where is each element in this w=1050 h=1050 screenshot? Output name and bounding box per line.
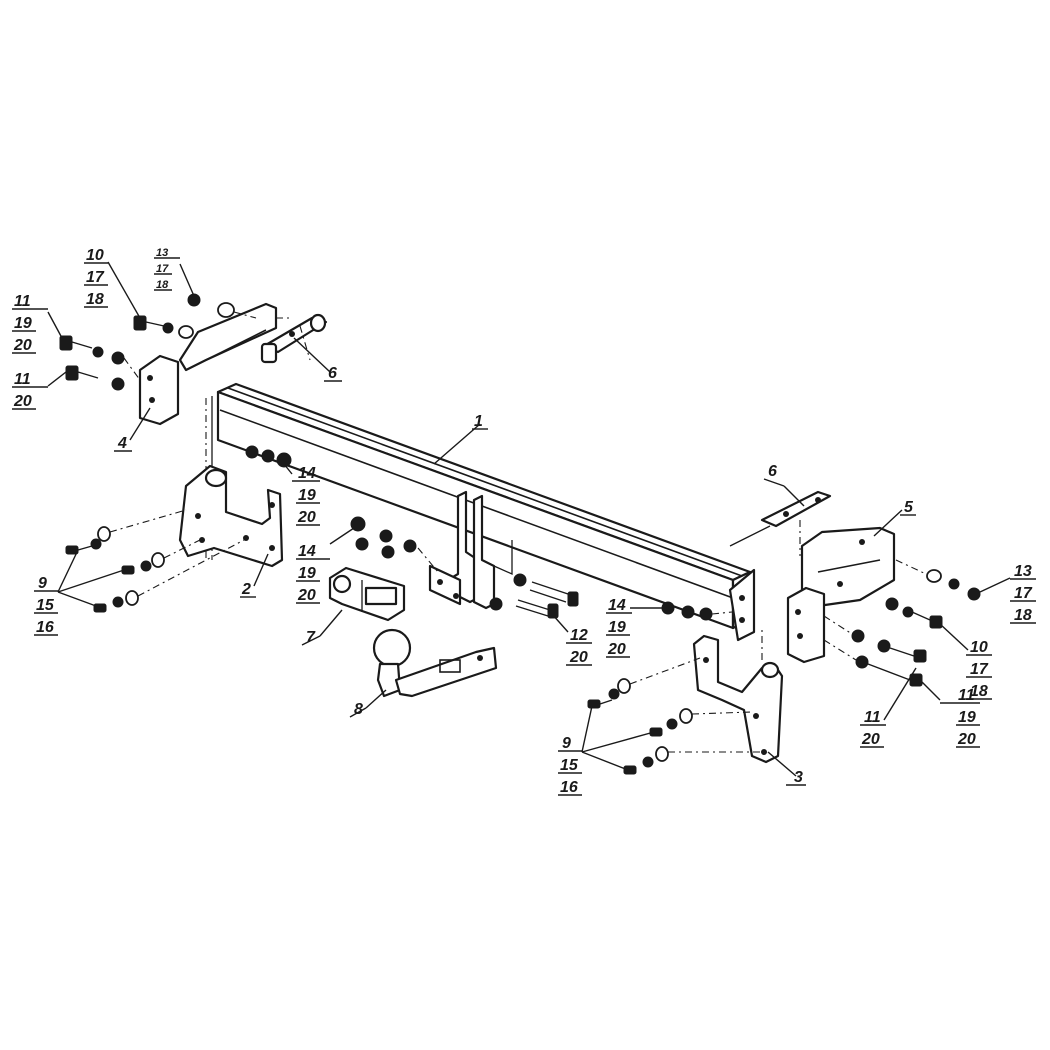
- callout-10-right-line-2: 17: [970, 661, 989, 678]
- callout-13-right: 13 17 18: [1010, 563, 1036, 624]
- callout-10-left-line-3: 18: [86, 291, 104, 308]
- callout-4: 4: [114, 435, 132, 452]
- left-plate: [260, 313, 328, 364]
- beam-end-bracket: [728, 568, 756, 642]
- center-brackets: [428, 490, 513, 610]
- callout-9-right-line-1: 9: [562, 735, 571, 752]
- callout-13-left-line-3: 18: [156, 279, 169, 291]
- callout-5: 5: [900, 499, 916, 516]
- callout-7: 7: [301, 629, 321, 646]
- callout-12: 12 20: [566, 627, 592, 666]
- callout-14-right-line-1: 14: [608, 597, 626, 614]
- hardware-right-beam: [661, 601, 733, 621]
- callout-9-right-line-2: 15: [560, 757, 579, 774]
- callout-1: 1: [472, 413, 488, 430]
- hardware-left-side: [65, 509, 245, 613]
- callout-11-left-bottom-line-2: 20: [13, 393, 32, 410]
- callout-14-left-bottom-line-3: 20: [297, 587, 316, 604]
- callout-6-right-line-1: 6: [768, 463, 777, 480]
- callout-2: 2: [240, 581, 256, 598]
- callout-11-left-top-line-3: 20: [13, 337, 32, 354]
- callout-11-right-a-line-1: 11: [958, 687, 975, 704]
- hardware-left-upper: [59, 293, 257, 391]
- callout-11-right-a: 11 19 20: [940, 687, 980, 748]
- callout-13-right-line-2: 17: [1014, 585, 1033, 602]
- callout-10-left-line-1: 10: [86, 247, 104, 264]
- callout-8-line-1: 8: [354, 701, 363, 718]
- callout-14-left-top-line-3: 20: [297, 509, 316, 526]
- callout-9-left-line-2: 15: [36, 597, 55, 614]
- callout-9-left-line-3: 16: [36, 619, 54, 636]
- hardware-right-side: [587, 657, 760, 775]
- callout-13-left-line-2: 17: [156, 263, 169, 275]
- callout-13-right-line-1: 13: [1014, 563, 1032, 580]
- callout-11-right-b: 11 20: [860, 709, 886, 748]
- callout-11-right-a-line-2: 19: [958, 709, 976, 726]
- callout-14-right: 14 19 20: [606, 597, 632, 658]
- hardware-left-beam: [245, 445, 439, 573]
- right-side-bracket: [692, 626, 784, 764]
- callout-12-line-2: 20: [569, 649, 588, 666]
- callout-3-line-1: 3: [794, 769, 803, 786]
- callout-9-right-line-3: 16: [560, 779, 578, 796]
- hardware-right-upper: [823, 559, 981, 687]
- callout-5-line-1: 5: [904, 499, 914, 516]
- callout-6-left-line-1: 6: [328, 365, 337, 382]
- callout-7-line-1: 7: [306, 629, 316, 646]
- right-upper-bracket: [786, 526, 896, 664]
- callout-11-right-b-line-1: 11: [864, 709, 881, 726]
- left-side-bracket: [178, 464, 284, 568]
- towball-neck: [372, 628, 498, 698]
- callout-8: 8: [349, 701, 367, 718]
- callout-11-left-top-line-2: 19: [14, 315, 32, 332]
- callout-11-right-b-line-2: 20: [861, 731, 880, 748]
- callout-11-right-a-line-3: 20: [957, 731, 976, 748]
- callout-6-right: 6: [763, 463, 785, 487]
- callout-9-left-line-1: 9: [38, 575, 47, 592]
- leader-lines: [47, 261, 1011, 777]
- callout-11-left-top-line-1: 11: [14, 293, 31, 310]
- callout-3: 3: [786, 769, 806, 786]
- socket-plate: [328, 566, 406, 622]
- callout-13-left: 13 17 18: [154, 247, 180, 291]
- callout-11-left-bottom-line-1: 11: [14, 371, 31, 388]
- callout-10-left: 10 17 18: [84, 247, 108, 308]
- callout-10-right: 10 17 18: [966, 639, 992, 700]
- callout-14-left-bottom: 14 19 20: [296, 543, 330, 604]
- left-upper-bracket: [138, 302, 278, 426]
- callout-11-left-bottom: 11 20: [12, 371, 48, 410]
- callout-14-left-top-line-2: 19: [298, 487, 316, 504]
- callout-14-left-top: 14 19 20: [292, 465, 320, 526]
- callout-10-right-line-3: 18: [970, 683, 988, 700]
- callout-10-left-line-2: 17: [86, 269, 105, 286]
- callout-13-right-line-3: 18: [1014, 607, 1032, 624]
- callout-9-left: 9 15 16: [34, 575, 58, 636]
- callout-13-left-line-1: 13: [156, 247, 168, 259]
- callout-11-left-top: 11 19 20: [12, 293, 48, 354]
- callout-2-line-1: 2: [241, 581, 251, 598]
- callout-14-right-line-2: 19: [608, 619, 626, 636]
- callout-14-left-bottom-line-2: 19: [298, 565, 316, 582]
- callout-9-right: 9 15 16: [558, 735, 582, 796]
- callout-10-right-line-1: 10: [970, 639, 988, 656]
- callout-14-left-bottom-line-1: 14: [298, 543, 316, 560]
- callout-14-right-line-3: 20: [607, 641, 626, 658]
- callout-1-line-1: 1: [474, 413, 483, 430]
- callout-6-left: 6: [324, 365, 342, 382]
- callout-4-line-1: 4: [117, 435, 127, 452]
- callout-14-left-top-line-1: 14: [298, 465, 316, 482]
- hardware-center: [489, 573, 579, 619]
- callout-12-line-1: 12: [570, 627, 588, 644]
